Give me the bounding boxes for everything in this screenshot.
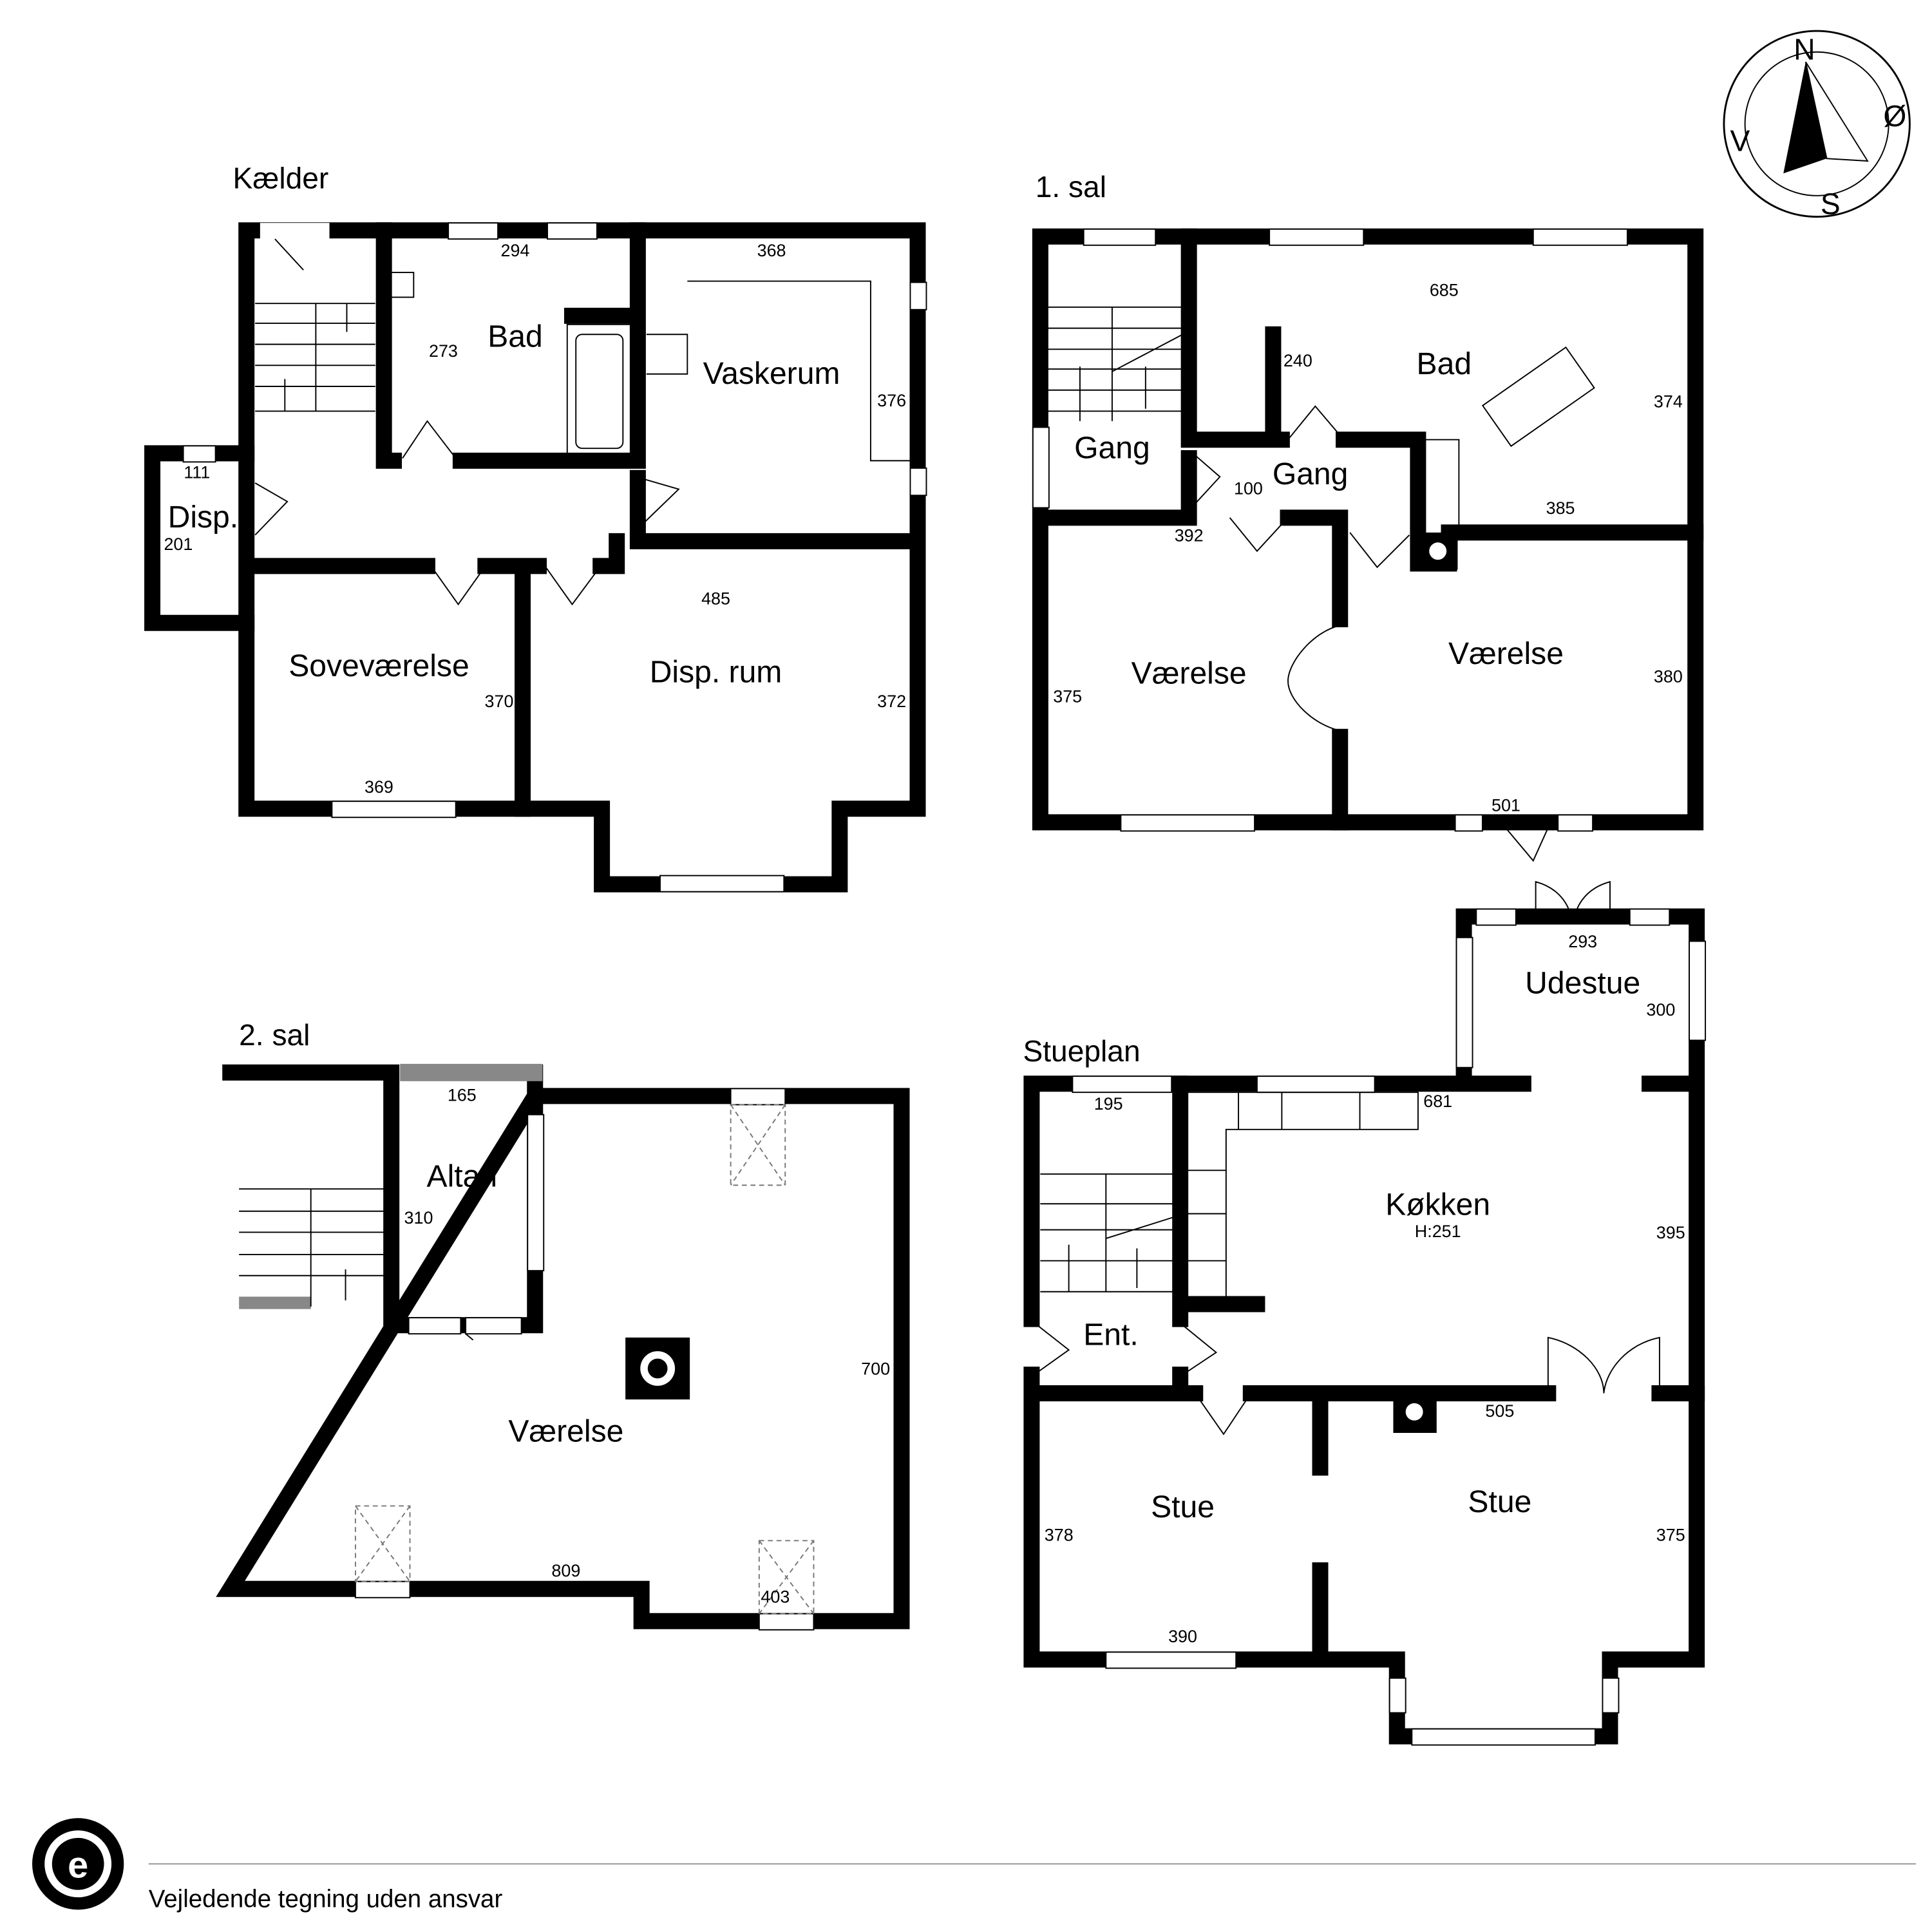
dimension: 294: [501, 241, 530, 260]
dimension: 485: [701, 589, 730, 608]
compass-north: N: [1794, 32, 1815, 66]
dimension: 201: [164, 535, 193, 554]
dimension: 376: [877, 391, 906, 410]
compass-west: V: [1730, 124, 1750, 158]
floor-stueplan: Stueplan Udestue 293 300 Køkken H:251 68…: [1023, 880, 1707, 1746]
floor-title: 1. sal: [1036, 170, 1106, 204]
dimension: 380: [1654, 667, 1683, 687]
floor-kaelder: Kælder Bad 294 273 Vaskerum 368 376 Disp…: [144, 161, 927, 893]
dimension: 681: [1423, 1092, 1452, 1111]
dimension: 395: [1656, 1223, 1685, 1242]
room-label: Bad: [488, 319, 543, 354]
dimension: 372: [877, 692, 906, 711]
room-label: Disp.: [168, 500, 239, 535]
floor-1-sal: 1. sal Gang Bad 685 240 374 385 Gang 100…: [1032, 170, 1704, 862]
room-label: Ent.: [1083, 1317, 1139, 1352]
room-label: Værelse: [1132, 656, 1247, 691]
compass-east: Ø: [1883, 99, 1906, 133]
dimension: 165: [448, 1086, 477, 1105]
room-label: Vaskerum: [703, 356, 840, 391]
dimension: 369: [365, 777, 393, 797]
disclaimer-text: Vejledende tegning uden ansvar: [149, 1886, 503, 1913]
room-label: Soveværelse: [289, 649, 469, 683]
room-label: Altan: [427, 1159, 498, 1193]
dimension: 505: [1485, 1401, 1514, 1421]
dimension: 809: [551, 1561, 580, 1580]
dimension: 390: [1168, 1627, 1197, 1646]
compass-south: S: [1821, 187, 1841, 221]
dimension: 700: [861, 1359, 890, 1379]
floor-title: Stueplan: [1023, 1034, 1140, 1068]
dimension: 375: [1656, 1525, 1685, 1544]
dimension: 378: [1045, 1525, 1074, 1544]
floor-2-sal: 2. sal Altan 165 310 Værelse 700 809 403: [216, 1018, 910, 1631]
dimension: 310: [404, 1208, 433, 1227]
dimension: 375: [1053, 687, 1082, 706]
dimension: 111: [184, 462, 210, 482]
floor-title: 2. sal: [239, 1018, 310, 1052]
room-label: Køkken: [1385, 1188, 1490, 1222]
dimension: 370: [485, 692, 514, 711]
dimension: 273: [429, 341, 458, 361]
dimension: 195: [1094, 1094, 1123, 1113]
room-label: Gang: [1074, 431, 1150, 466]
dimension: 501: [1492, 796, 1520, 815]
dimension: 240: [1283, 351, 1312, 370]
dimension: 100: [1234, 478, 1263, 498]
room-label: Stue: [1468, 1484, 1531, 1519]
logo-letter: e: [68, 1844, 88, 1886]
room-label: Stue: [1151, 1490, 1215, 1524]
dimension: 368: [757, 241, 786, 260]
floor-title: Kælder: [233, 161, 329, 194]
room-label: Bad: [1417, 346, 1472, 381]
room-label: Gang: [1273, 457, 1349, 491]
dimension: 300: [1646, 1000, 1675, 1019]
compass-icon: N S Ø V: [1723, 30, 1911, 221]
dimension: 385: [1546, 498, 1575, 518]
dimension: 685: [1430, 281, 1459, 300]
footer: e Vejledende tegning uden ansvar: [32, 1818, 1916, 1913]
room-label: Værelse: [1448, 636, 1564, 671]
dimension: 293: [1568, 932, 1597, 951]
logo: e: [32, 1818, 124, 1910]
room-label: Udestue: [1525, 965, 1640, 1000]
room-height: H:251: [1415, 1222, 1461, 1241]
room-label: Disp. rum: [650, 655, 782, 690]
room-label: Værelse: [508, 1414, 623, 1448]
dimension: 374: [1654, 392, 1683, 412]
dimension: 403: [761, 1587, 790, 1606]
dimension: 392: [1175, 526, 1204, 545]
